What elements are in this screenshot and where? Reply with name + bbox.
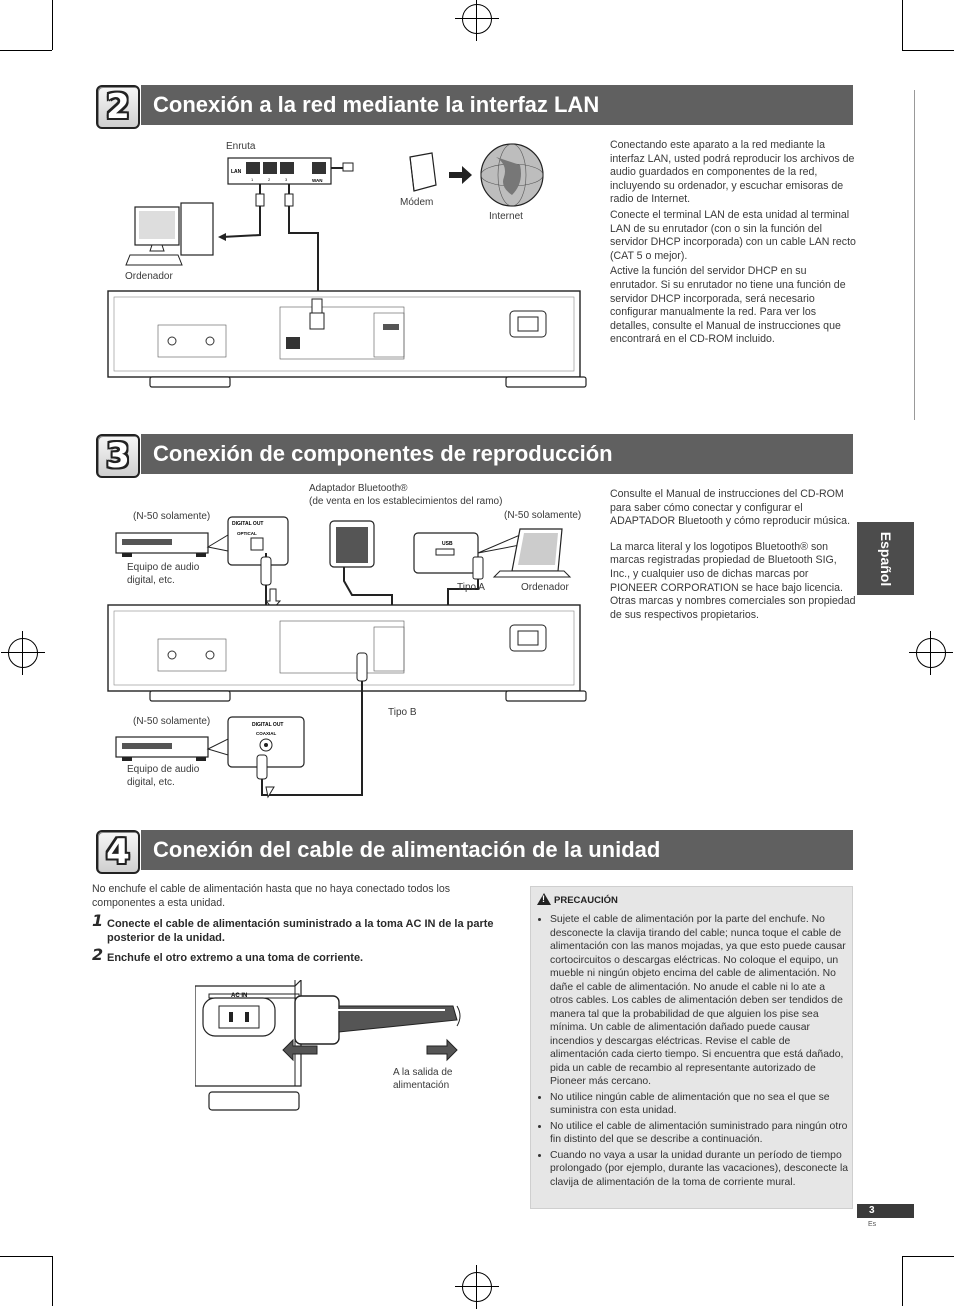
- router-wan-label: WAN: [312, 178, 323, 183]
- crop-mark: [902, 1256, 954, 1257]
- section-3-title: Conexión de componentes de reproducción: [141, 434, 853, 474]
- lan-port: [286, 337, 300, 349]
- caution-box: PRECAUCIÓN Sujete el cable de alimentaci…: [530, 886, 853, 1209]
- caution-item: No utilice el cable de alimentación sumi…: [550, 1120, 850, 1147]
- step-2: 2 Enchufe el otro extremo a una toma de …: [92, 947, 517, 965]
- power-plug-icon: [294, 995, 340, 1045]
- lan-diagram: LAN WAN 1 2 3: [107, 143, 587, 388]
- power-diagram: AC IN: [195, 980, 461, 1111]
- section-2-text: Conectando este aparato a la red mediant…: [610, 139, 856, 349]
- paragraph: Conectando este aparato a la red mediant…: [610, 139, 855, 206]
- registration-mark: [909, 631, 953, 675]
- paragraph: Consulte el Manual de instrucciones del …: [610, 488, 851, 528]
- caution-title: PRECAUCIÓN: [554, 895, 618, 906]
- section-2-number: 2: [96, 85, 140, 129]
- caution-item: No utilice ningún cable de alimentación …: [550, 1091, 850, 1118]
- computer-tower: [180, 202, 214, 256]
- equipment-label: Equipo de audio digital, etc.: [127, 764, 200, 788]
- n50-only-label: (N-50 solamente): [133, 716, 211, 727]
- arrow-icon: [426, 1038, 458, 1062]
- port-number: 3: [285, 177, 288, 182]
- main-unit: [107, 604, 581, 692]
- computer-label: Ordenador: [521, 582, 569, 593]
- caution-list: Sujete el cable de alimentación por la p…: [539, 913, 850, 1191]
- step-text: Conecte el cable de alimentación suminis…: [107, 918, 494, 944]
- digital-out-label: DIGITAL OUT: [232, 521, 263, 527]
- coaxial-label: COAXIAL: [256, 731, 277, 736]
- crop-mark: [0, 50, 52, 51]
- usb-label: USB: [442, 541, 453, 547]
- crop-mark: [52, 0, 53, 50]
- arrow-icon: [282, 1038, 318, 1062]
- router-label: Enruta: [226, 141, 256, 152]
- step-number: 1: [92, 911, 104, 930]
- ac-in-label: AC IN: [231, 993, 247, 999]
- section-4-number: 4: [96, 830, 140, 874]
- caution-item: Cuando no vaya a usar la unidad durante …: [550, 1149, 850, 1190]
- crop-mark: [902, 50, 954, 51]
- crop-mark: [902, 0, 903, 50]
- section-4-intro: No enchufe el cable de alimentación hast…: [92, 883, 451, 909]
- modem-icon: [409, 152, 437, 192]
- section-4-title: Conexión del cable de alimentación de la…: [141, 830, 853, 870]
- language-tab: Español: [857, 522, 914, 595]
- adapter-label-line1: Adaptador Bluetooth®: [309, 483, 408, 494]
- type-a-label: Tipo A: [457, 582, 485, 593]
- registration-mark: [455, 0, 499, 41]
- language-tab-label: Español: [877, 531, 894, 586]
- registration-mark: [455, 1265, 499, 1309]
- internet-label: Internet: [489, 211, 523, 222]
- router-lan-label: LAN: [231, 169, 242, 175]
- type-b-label: Tipo B: [388, 707, 417, 718]
- paragraph: La marca literal y los logotipos Bluetoo…: [610, 540, 856, 621]
- side-rule: [914, 90, 915, 420]
- warning-icon: [537, 893, 551, 905]
- caution-heading: PRECAUCIÓN: [537, 893, 618, 906]
- paragraph: Active la función del servidor DHCP en s…: [610, 265, 846, 346]
- crop-mark: [52, 1256, 53, 1306]
- caution-item: Sujete el cable de alimentación por la p…: [550, 913, 850, 1089]
- port-number: 1: [251, 177, 254, 182]
- modem-label: Módem: [400, 197, 434, 208]
- digital-out-label: DIGITAL OUT: [252, 722, 283, 728]
- playback-diagram: DIGITAL OUT OPTICAL USB DIGITAL OUT COAX…: [107, 516, 587, 799]
- section-2-title: Conexión a la red mediante la interfaz L…: [141, 85, 853, 125]
- step-1: 1 Conecte el cable de alimentación sumin…: [92, 913, 517, 945]
- keyboard: [125, 254, 183, 266]
- n50-only-label: (N-50 solamente): [133, 511, 211, 522]
- router-port: [263, 162, 277, 174]
- optical-label: OPTICAL: [237, 531, 257, 536]
- step-text: Enchufe el otro extremo a una toma de co…: [107, 952, 364, 964]
- outlet-label: A la salida de alimentación: [393, 1067, 453, 1091]
- crop-mark: [0, 1256, 52, 1257]
- n50-only-label: (N-50 solamente): [504, 510, 582, 521]
- router-port: [312, 162, 326, 174]
- main-unit: [107, 290, 581, 378]
- equipment-label: Equipo de audio digital, etc.: [127, 562, 200, 586]
- section-3-text: Consulte el Manual de instrucciones del …: [610, 488, 856, 624]
- registration-mark: [1, 631, 45, 675]
- router-port: [280, 162, 294, 174]
- paragraph: Conecte el terminal LAN de esta unidad a…: [610, 208, 856, 262]
- adapter-label-line2: (de venta en los establecimientos del ra…: [309, 496, 503, 507]
- page-language: Es: [868, 1221, 877, 1228]
- router-port: [246, 162, 260, 174]
- crop-mark: [902, 1256, 903, 1306]
- port-number: 2: [268, 177, 271, 182]
- step-number: 2: [92, 945, 104, 964]
- arrow-icon: [449, 166, 472, 184]
- computer-label: Ordenador: [125, 271, 173, 282]
- section-3-number: 3: [96, 434, 140, 478]
- page-number: 3: [857, 1204, 914, 1218]
